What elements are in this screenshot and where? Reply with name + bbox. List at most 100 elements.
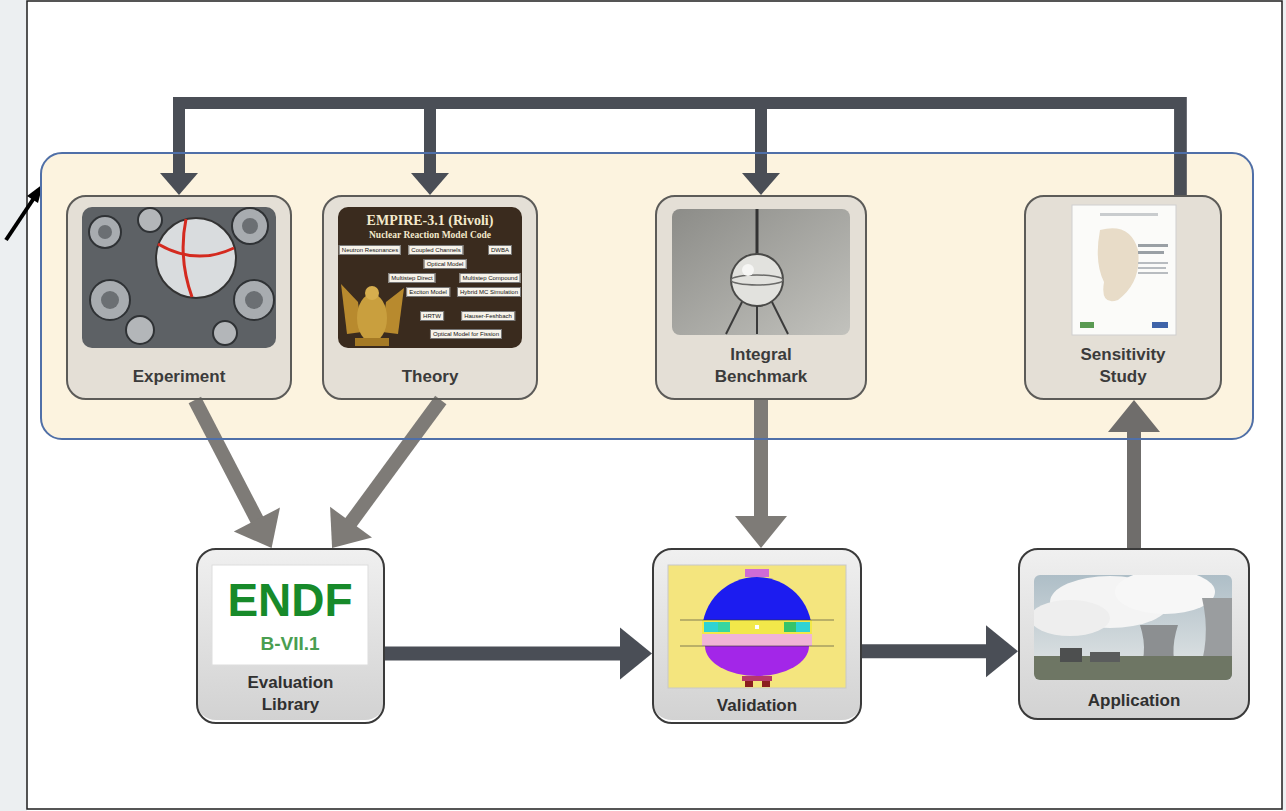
- picture-title: EMPIRE-3.1 (Rivoli): [367, 213, 494, 229]
- card-label: Validation: [717, 695, 797, 717]
- plant-photo: [1060, 648, 1082, 662]
- arrow-head: [160, 173, 198, 195]
- arrow-head: [735, 516, 787, 548]
- process-card: Application: [1018, 548, 1250, 720]
- model-box-label: Optical Model for Fission: [430, 329, 502, 339]
- page-frame: [0, 0, 27, 811]
- page-frame: [27, 1, 1282, 809]
- detector-photo: [89, 216, 121, 248]
- label-holder: Multistep Direct: [388, 273, 435, 283]
- picture-subtitle: Nuclear Reaction Model Code: [369, 230, 491, 241]
- arrow-shaft: [1127, 431, 1141, 548]
- plant-photo: [1090, 652, 1120, 662]
- arrow-shaft: [350, 400, 440, 523]
- model-box-label: Multistep Compound: [459, 273, 520, 283]
- model-box-label: Neutron Resonances: [339, 245, 401, 255]
- geometry-plot: [705, 646, 809, 676]
- plant-photo: [1115, 575, 1215, 614]
- detector-photo: [82, 207, 276, 348]
- geometry-plot: [796, 622, 810, 632]
- geometry-plot: [745, 569, 769, 577]
- geometry-plot: [745, 681, 753, 687]
- label-holder: Coupled Channels: [408, 245, 463, 255]
- card-fill: [196, 548, 385, 720]
- arrow-shaft: [385, 647, 621, 661]
- geometry-plot: [702, 634, 812, 646]
- report-cover: [1072, 205, 1176, 335]
- report-cover: [1138, 272, 1168, 274]
- label-holder: Optical Model: [424, 259, 467, 269]
- report-cover: [1100, 213, 1158, 216]
- label-holder: Hybrid MC Simulation: [457, 287, 521, 297]
- benchmark-photo: [772, 302, 788, 334]
- source-card: Integral Benchmark: [655, 195, 867, 400]
- code-screenshot: [338, 207, 522, 348]
- model-box-label: Coupled Channels: [408, 245, 463, 255]
- model-box-label: HRTW: [420, 311, 444, 321]
- report-cover: [1138, 251, 1164, 254]
- label-holder: DWBA: [488, 245, 512, 255]
- benchmark-photo: [726, 302, 742, 334]
- card-fill: [66, 195, 1250, 720]
- arrow-head: [411, 173, 449, 195]
- geometry-plot: [762, 681, 770, 687]
- label-holder: HRTW: [420, 311, 444, 321]
- card-fill: [655, 195, 867, 400]
- model-box-label: Exciton Model: [406, 287, 450, 297]
- report-cover: [1138, 262, 1168, 264]
- band-fill: [40, 152, 1254, 440]
- card-label: Sensitivity Study: [1063, 344, 1183, 388]
- benchmark-photo: [756, 306, 758, 334]
- plant-photo: [1034, 575, 1232, 680]
- card-fill: [322, 195, 538, 400]
- logo-panel: [212, 565, 368, 665]
- label-holder: Nuclear Reaction Model Code: [369, 230, 491, 241]
- detector-photo: [213, 321, 237, 345]
- source-card: Experiment: [66, 195, 292, 400]
- logo-text: ENDF: [227, 577, 352, 623]
- detector-photo: [232, 208, 268, 244]
- arrow-shaft: [754, 400, 768, 517]
- model-box-label: Multistep Direct: [388, 273, 435, 283]
- card-fill: [1018, 548, 1250, 720]
- code-screenshot: [338, 207, 522, 348]
- detector-photo: [126, 316, 154, 344]
- label-holder: Hauser-Feshbach: [461, 311, 515, 321]
- geometry-plot: [668, 565, 846, 688]
- arrow-shaft: [195, 400, 258, 520]
- geometry-plot: [755, 625, 759, 629]
- label-holder: ENDF: [227, 577, 352, 623]
- code-screenshot: [357, 294, 387, 342]
- report-cover: [1072, 205, 1176, 335]
- arrow-shaft: [179, 103, 1180, 195]
- band-fill: [40, 152, 1254, 440]
- report-cover: [1138, 244, 1168, 247]
- source-card: Sensitivity Study: [1024, 195, 1222, 400]
- flow-arrow: [735, 400, 787, 548]
- geometry-plot: [702, 620, 812, 634]
- code-screenshot: [355, 338, 389, 346]
- card-fill: [66, 195, 292, 400]
- arrow-shaft: [761, 103, 1180, 195]
- card-label: Evaluation Library: [231, 672, 351, 716]
- arrow-shaft: [430, 103, 1180, 195]
- detector-photo: [98, 225, 112, 239]
- geometry-plot: [742, 676, 772, 681]
- flow-arrow: [1108, 400, 1160, 548]
- pointer-arrow: [6, 184, 43, 240]
- detector-photo: [245, 291, 263, 309]
- detector-photo: [156, 218, 236, 298]
- arrow-head: [620, 628, 652, 680]
- arrow-head: [986, 625, 1018, 677]
- detector-photo: [242, 218, 258, 234]
- label-holder: Neutron Resonances: [339, 245, 401, 255]
- detector-photo: [90, 280, 130, 320]
- process-card: Validation: [652, 548, 862, 724]
- card-label: Experiment: [133, 366, 226, 388]
- model-box-label: Hauser-Feshbach: [461, 311, 515, 321]
- label-holder: Optical Model for Fission: [430, 329, 502, 339]
- flow-arrow: [160, 103, 1180, 195]
- flow-arrow: [385, 628, 652, 680]
